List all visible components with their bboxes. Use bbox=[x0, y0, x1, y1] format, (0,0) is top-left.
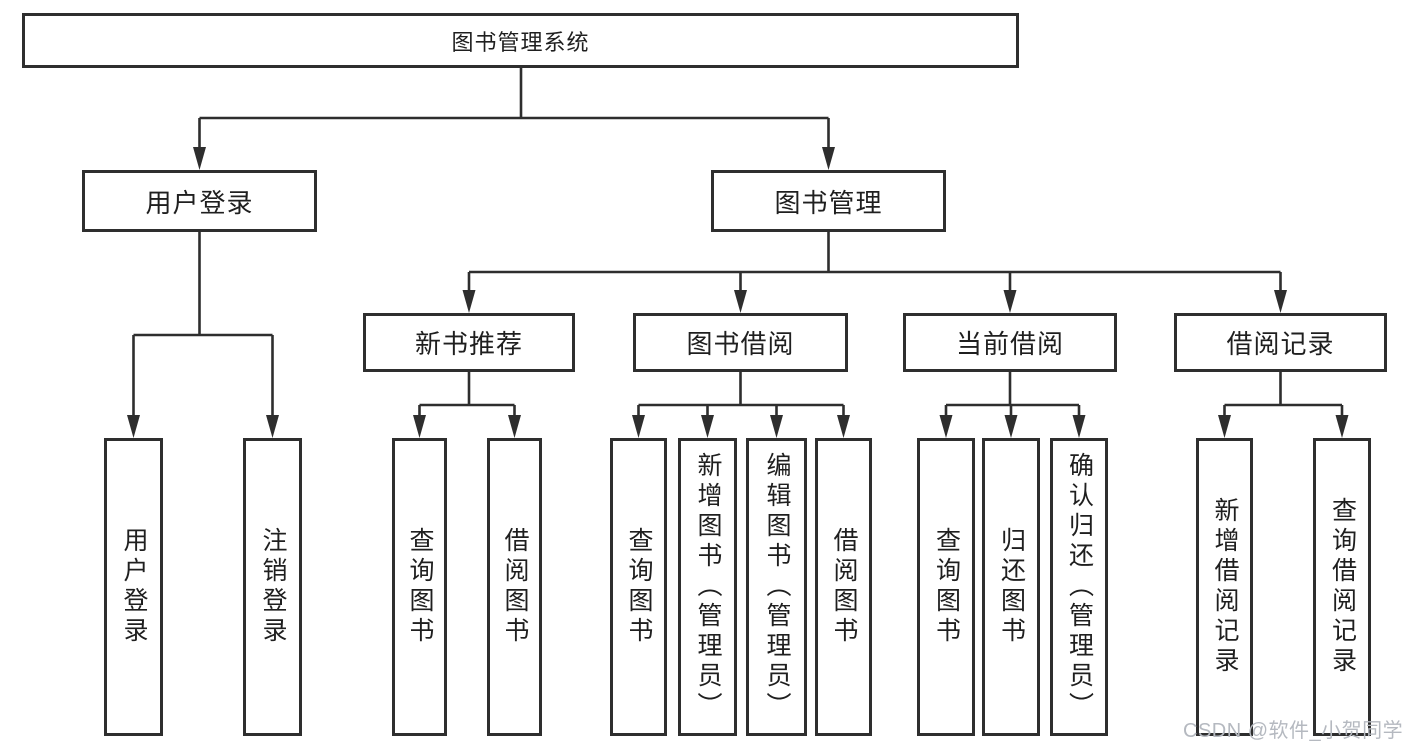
leaf-user-login: 用户登录 bbox=[104, 438, 163, 736]
leaf-label: 编辑图书（管理员） bbox=[763, 452, 791, 722]
node-label: 当前借阅 bbox=[955, 329, 1064, 359]
leaf-query-books-current: 查询图书 bbox=[917, 438, 975, 736]
leaf-borrow-books-recommend: 借阅图书 bbox=[487, 438, 542, 736]
leaf-label: 查询图书 bbox=[625, 527, 653, 647]
leaf-query-books-recommend: 查询图书 bbox=[392, 438, 447, 736]
csdn-watermark: CSDN @软件_小贺同学 bbox=[1183, 720, 1404, 742]
node-user-login-branch: 用户登录 bbox=[82, 170, 317, 232]
node-label: 借阅记录 bbox=[1226, 329, 1335, 359]
node-label: 用户登录 bbox=[145, 187, 254, 218]
leaf-label: 新增图书（管理员） bbox=[694, 452, 722, 722]
leaf-logout: 注销登录 bbox=[243, 438, 302, 736]
leaf-add-borrow-record: 新增借阅记录 bbox=[1196, 438, 1253, 736]
leaf-label: 借阅图书 bbox=[830, 527, 858, 647]
node-new-book-recommend: 新书推荐 bbox=[363, 313, 575, 372]
leaf-label: 确认归还（管理员） bbox=[1065, 452, 1094, 722]
leaf-query-borrow-record: 查询借阅记录 bbox=[1313, 438, 1371, 736]
node-label: 图书管理 bbox=[774, 187, 883, 218]
node-label: 图书借阅 bbox=[686, 329, 795, 359]
leaf-label: 查询借阅记录 bbox=[1328, 497, 1357, 677]
leaf-label: 归还图书 bbox=[997, 527, 1026, 647]
node-book-borrowing: 图书借阅 bbox=[633, 313, 848, 372]
leaf-label: 用户登录 bbox=[120, 527, 148, 647]
leaf-label: 借阅图书 bbox=[501, 527, 529, 647]
leaf-add-books-admin: 新增图书（管理员） bbox=[678, 438, 737, 736]
leaf-confirm-return-admin: 确认归还（管理员） bbox=[1050, 438, 1108, 736]
node-book-management-system: 图书管理系统 bbox=[22, 13, 1019, 68]
leaf-borrow-books-borrowing: 借阅图书 bbox=[815, 438, 872, 736]
leaf-label: 查询图书 bbox=[932, 527, 961, 647]
leaf-edit-books-admin: 编辑图书（管理员） bbox=[746, 438, 807, 736]
leaf-label: 新增借阅记录 bbox=[1211, 497, 1239, 677]
node-label: 图书管理系统 bbox=[451, 29, 590, 55]
node-label: 新书推荐 bbox=[414, 329, 523, 359]
node-current-borrowing: 当前借阅 bbox=[903, 313, 1117, 372]
node-book-management-branch: 图书管理 bbox=[711, 170, 946, 232]
node-borrowing-records: 借阅记录 bbox=[1174, 313, 1387, 372]
leaf-query-books-borrowing: 查询图书 bbox=[610, 438, 667, 736]
leaf-label: 查询图书 bbox=[406, 527, 434, 647]
leaf-return-books: 归还图书 bbox=[982, 438, 1040, 736]
leaf-label: 注销登录 bbox=[259, 527, 287, 647]
